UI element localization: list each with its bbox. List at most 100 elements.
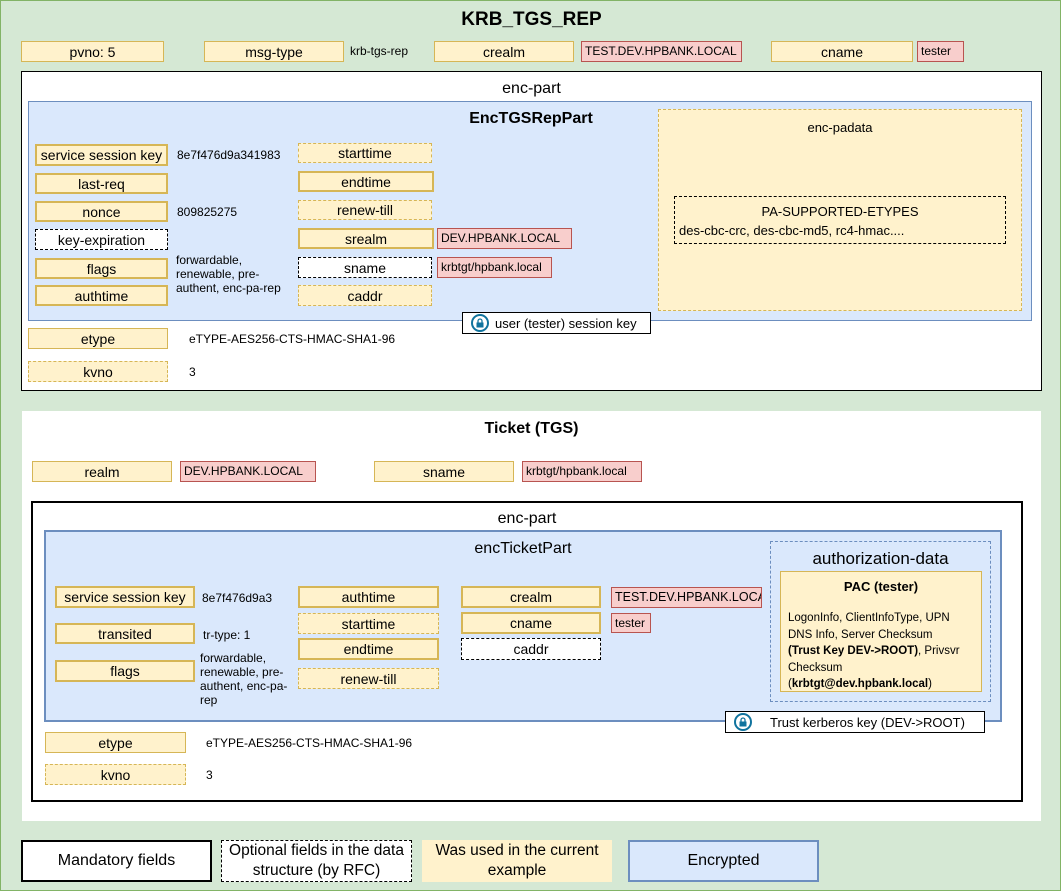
legend-used-label: Was used in the current example (435, 842, 599, 879)
field-label: flags (86, 260, 117, 277)
field-label: flags (110, 663, 140, 679)
ticket-field-cname: cname (461, 612, 601, 634)
field-label: key-expiration (57, 231, 146, 248)
diagram-title: KRB_TGS_REP (461, 9, 602, 30)
trust-key-badge: Trust kerberos key (DEV->ROOT) (725, 711, 985, 733)
field-label: starttime (341, 615, 396, 632)
field-kvno: kvno (28, 361, 168, 382)
enc-ticket-part-title: encTicketPart (474, 540, 572, 557)
field-srealm: srealm (298, 228, 434, 249)
ticket-field-realm: realm (32, 461, 172, 482)
trust-key-label: Trust kerberos key (DEV->ROOT) (770, 714, 965, 730)
field-label: crealm (509, 589, 552, 605)
field-etype: etype (28, 328, 168, 349)
ticket-field-starttime: starttime (298, 613, 439, 634)
field-label: service session key (40, 147, 163, 163)
field-crealm-label: crealm (482, 43, 525, 60)
ticket-field-renew-till: renew-till (298, 668, 439, 689)
field-label: endtime (341, 173, 391, 190)
msg-type-value: krb-tgs-rep (350, 44, 409, 58)
paren-open: ( (788, 678, 792, 690)
field-label: realm (84, 463, 120, 480)
legend-used: Was used in the current example (422, 840, 612, 882)
field-label: starttime (338, 145, 392, 161)
ticket-field-etype: etype (45, 732, 186, 753)
ticket-crealm-value: TEST.DEV.HPBANK.LOCAL (611, 587, 762, 608)
pac-line: (krbtgt@dev.hpbank.local) (788, 676, 983, 693)
field-msg-type-label: msg-type (245, 43, 303, 60)
pac-line: LogonInfo, ClientInfoType, UPN (788, 612, 950, 624)
field-label: kvno (83, 363, 113, 380)
field-label: renew-till (340, 670, 397, 687)
field-last-req: last-req (35, 173, 168, 194)
legend-mandatory-label: Mandatory fields (57, 852, 176, 869)
trust-key-text: (Trust Key DEV->ROOT) (788, 645, 919, 657)
user-session-key-badge: user (tester) session key (462, 312, 651, 334)
crealm-value: TEST.DEV.HPBANK.LOCAL (581, 41, 742, 62)
field-label: endtime (343, 641, 394, 657)
pa-supported-etypes-value: des-cbc-crc, des-cbc-md5, rc4-hmac.... (679, 223, 905, 238)
legend-optional: Optional fields in the data structure (b… (221, 840, 412, 882)
field-cname: cname (771, 41, 913, 62)
pa-supported-etypes-title: PA-SUPPORTED-ETYPES (761, 204, 919, 219)
ticket-flags-value: forwardable, renewable, pre-authent, enc… (200, 651, 288, 707)
enc-part-label: enc-part (502, 80, 561, 97)
sname-value: krbtgt/hpbank.local (437, 257, 552, 278)
field-label: nonce (82, 203, 121, 220)
field-label: caddr (347, 287, 383, 304)
legend-encrypted: Encrypted (628, 840, 819, 882)
krbtgt-principal: krbtgt@dev.hpbank.local (791, 678, 929, 690)
pac-box: PAC (tester) LogonInfo, ClientInfoType, … (780, 571, 982, 692)
ticket-service-session-key-value: 8e7f476d9a3 (202, 591, 273, 605)
field-sname: sname (298, 257, 432, 278)
pac-title: PAC (tester) (843, 579, 919, 594)
enc-tgs-rep-part-title: EncTGSRepPart (469, 110, 593, 127)
field-label: transited (98, 625, 152, 642)
field-flags: flags (35, 258, 168, 279)
field-label: last-req (78, 175, 125, 192)
nonce-value: 809825275 (177, 205, 238, 219)
ticket-enc-part-label: enc-part (497, 510, 557, 527)
field-nonce: nonce (35, 201, 168, 222)
field-renew-till: renew-till (298, 200, 432, 220)
field-pvno-label: pvno: 5 (69, 43, 116, 60)
field-label: service session key (64, 589, 186, 605)
ticket-cname-value: tester (611, 613, 651, 633)
legend-encrypted-label: Encrypted (687, 852, 760, 869)
paren-close: ) (928, 678, 932, 690)
field-label: etype (98, 734, 133, 751)
field-service-session-key: service session key (35, 144, 168, 166)
ticket-field-transited: transited (55, 623, 195, 644)
field-starttime: starttime (298, 143, 432, 163)
privsvr-text: , Privsvr (918, 645, 960, 657)
field-label: etype (80, 330, 116, 347)
ticket-etype-value: eTYPE-AES256-CTS-HMAC-SHA1-96 (206, 736, 413, 750)
field-crealm: crealm (434, 41, 574, 62)
legend-mandatory: Mandatory fields (21, 840, 212, 882)
pa-supported-etypes-box: PA-SUPPORTED-ETYPES des-cbc-crc, des-cbc… (674, 196, 1006, 244)
field-authtime: authtime (35, 285, 168, 306)
enc-padata-label: enc-padata (807, 120, 873, 135)
pac-line: DNS Info, Server Checksum (788, 628, 933, 641)
ticket-field-flags: flags (55, 660, 195, 682)
field-label: authtime (341, 589, 396, 605)
field-label: kvno (100, 766, 131, 783)
flags-value: forwardable, renewable, pre-authent, enc… (176, 253, 281, 295)
ticket-kvno-value: 3 (206, 768, 213, 782)
field-caddr: caddr (298, 285, 432, 306)
srealm-value: DEV.HPBANK.LOCAL (437, 228, 572, 249)
user-session-key-label: user (tester) session key (495, 315, 637, 331)
field-cname-label: cname (820, 43, 864, 60)
field-label: srealm (344, 230, 387, 247)
pac-line: (Trust Key DEV->ROOT), Privsvr (788, 643, 983, 660)
ticket-sname-value: krbtgt/hpbank.local (522, 461, 642, 482)
ticket-title: Ticket (TGS) (484, 420, 579, 437)
authorization-data-label: authorization-data (812, 549, 949, 568)
field-label: authtime (74, 287, 129, 304)
ticket-field-service-session-key: service session key (55, 586, 195, 608)
pac-line: Checksum (788, 661, 843, 674)
field-msg-type: msg-type (204, 41, 344, 62)
field-label: sname (343, 259, 387, 276)
field-label: cname (509, 615, 553, 631)
